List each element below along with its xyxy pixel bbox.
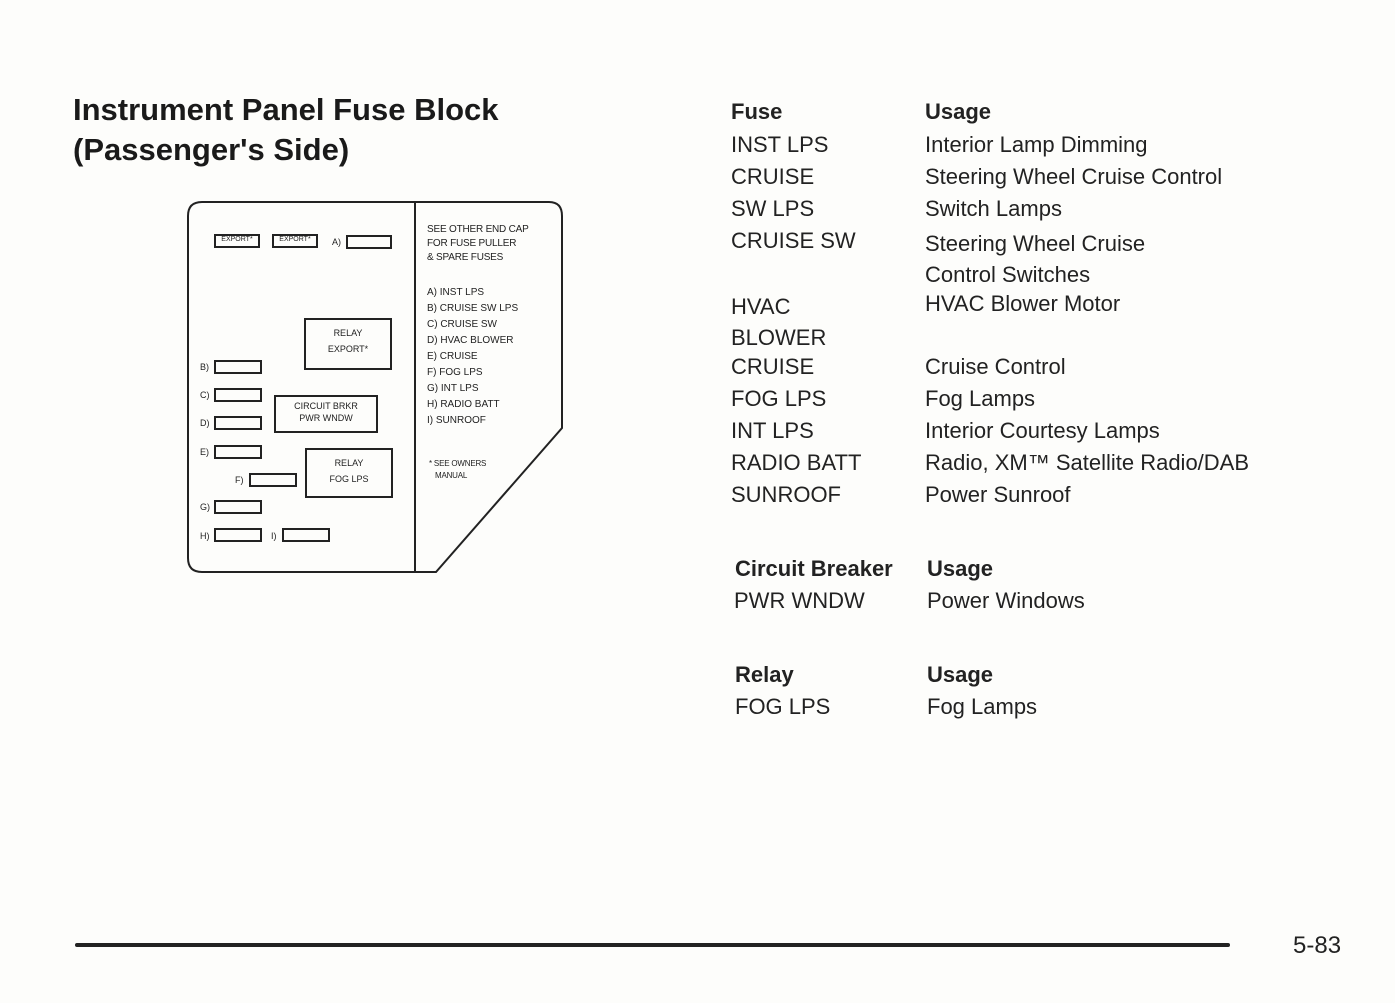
legend-i: I) SUNROOF — [427, 415, 486, 426]
circuit-breaker-col-header: Circuit Breaker — [735, 556, 893, 581]
fuse-name: INT LPS — [731, 418, 814, 443]
fuse-name: SUNROOF — [731, 482, 841, 507]
slot-letter-d: D) — [200, 418, 210, 428]
slot-letter-h: H) — [200, 531, 210, 541]
export-label-2: EXPORT* — [279, 236, 311, 243]
relay-fog-label-1: RELAY — [334, 458, 364, 468]
fuse-name-line-2: BLOWER — [731, 325, 827, 350]
slot-letter-e: E) — [200, 447, 209, 457]
export-fuse-slot-1: EXPORT* — [214, 234, 260, 248]
fuse-block-diagram: EXPORT* EXPORT* A) RELAY EXPORT* CIRCUIT… — [184, 196, 568, 580]
fuse-slot-i — [282, 528, 330, 542]
fuse-usage-line-1: Steering Wheel Cruise — [925, 231, 1146, 256]
fuse-name: SW LPS — [731, 196, 815, 221]
fuse-slot-c — [214, 388, 262, 402]
fuse-block-outline — [187, 201, 563, 573]
fuse-usage: Steering Wheel Cruise Control Switches — [925, 228, 1145, 290]
footer-rule — [75, 943, 1230, 947]
export-fuse-slot-2: EXPORT* — [272, 234, 318, 248]
breaker-usage: Power Windows — [927, 588, 1085, 613]
slot-letter-i: I) — [271, 531, 277, 541]
relay-fog-box: RELAY FOG LPS — [305, 448, 393, 498]
fuse-name: RADIO BATT — [731, 450, 862, 475]
slot-letter-g: G) — [200, 502, 210, 512]
fuse-usage: Interior Lamp Dimming — [925, 132, 1148, 157]
legend-a: A) INST LPS — [427, 287, 485, 298]
legend-e: E) CRUISE — [427, 351, 478, 362]
slot-letter-f: F) — [235, 475, 244, 485]
page-title: Instrument Panel Fuse Block (Passenger's… — [73, 90, 593, 170]
fuse-slot-g — [214, 500, 262, 514]
relay-export-label-1: RELAY — [333, 328, 363, 338]
fuse-slot-a — [346, 235, 392, 249]
fuse-usage: Interior Courtesy Lamps — [925, 418, 1160, 443]
title-line-2: (Passenger's Side) — [73, 132, 350, 167]
legend-d: D) HVAC BLOWER — [427, 335, 514, 346]
page-number: 5-83 — [1293, 932, 1342, 959]
fuse-name: HVAC BLOWER — [731, 291, 826, 353]
fuse-name-line-1: HVAC — [731, 294, 791, 319]
export-label-1: EXPORT* — [221, 236, 253, 243]
fuse-usage: HVAC Blower Motor — [925, 291, 1121, 316]
fuse-name: INST LPS — [731, 132, 829, 157]
fuse-name: CRUISE — [731, 354, 815, 379]
slot-letter-a: A) — [332, 237, 341, 247]
legend-g: G) INT LPS — [427, 383, 479, 394]
title-line-1: Instrument Panel Fuse Block — [73, 92, 499, 127]
relay-export-label-2: EXPORT* — [327, 344, 369, 354]
fuse-slot-b — [214, 360, 262, 374]
fuse-slot-d — [214, 416, 262, 430]
circuit-breaker-usage-header: Usage — [927, 556, 994, 581]
owners-note-1: * SEE OWNERS — [429, 459, 487, 468]
circuit-breaker-label-1: CIRCUIT BRKR — [294, 401, 358, 411]
legend-b: B) CRUISE SW LPS — [427, 303, 519, 314]
fuse-name: CRUISE — [731, 164, 815, 189]
fuse-slot-e — [214, 445, 262, 459]
relay-fog-label-2: FOG LPS — [329, 474, 369, 484]
note-line-1: SEE OTHER END CAP — [427, 224, 529, 235]
circuit-breaker-box: CIRCUIT BRKR PWR WNDW — [274, 395, 378, 433]
usage-header: Usage — [925, 99, 992, 124]
fuse-slot-f — [249, 473, 297, 487]
fuse-usage: Radio, XM™ Satellite Radio/DAB — [925, 450, 1250, 475]
relay-usage-header: Usage — [927, 662, 994, 687]
relay-name: FOG LPS — [735, 694, 831, 719]
fuse-usage: Cruise Control — [925, 354, 1066, 379]
fuse-usage: Power Sunroof — [925, 482, 1071, 507]
fuse-name: FOG LPS — [731, 386, 827, 411]
fuse-usage: Fog Lamps — [925, 386, 1036, 411]
slot-letter-b: B) — [200, 362, 209, 372]
fuse-name: CRUISE SW — [731, 228, 856, 253]
circuit-breaker-label-2: PWR WNDW — [299, 413, 353, 423]
relay-usage: Fog Lamps — [927, 694, 1038, 719]
legend-f: F) FOG LPS — [427, 367, 483, 378]
fuse-usage: Switch Lamps — [925, 196, 1062, 221]
legend-c: C) CRUISE SW — [427, 319, 497, 330]
fuse-usage-line-2: Control Switches — [925, 262, 1091, 287]
slot-letter-c: C) — [200, 390, 210, 400]
owners-note-2: MANUAL — [435, 471, 468, 480]
relay-export-box: RELAY EXPORT* — [304, 318, 392, 370]
fuse-header: Fuse — [731, 99, 783, 124]
breaker-name: PWR WNDW — [734, 588, 865, 613]
fuse-usage: Steering Wheel Cruise Control — [925, 164, 1223, 189]
note-line-2: FOR FUSE PULLER — [427, 238, 517, 249]
legend-h: H) RADIO BATT — [427, 399, 500, 410]
note-line-3: & SPARE FUSES — [427, 252, 504, 263]
fuse-slot-h — [214, 528, 262, 542]
relay-col-header: Relay — [735, 662, 794, 687]
